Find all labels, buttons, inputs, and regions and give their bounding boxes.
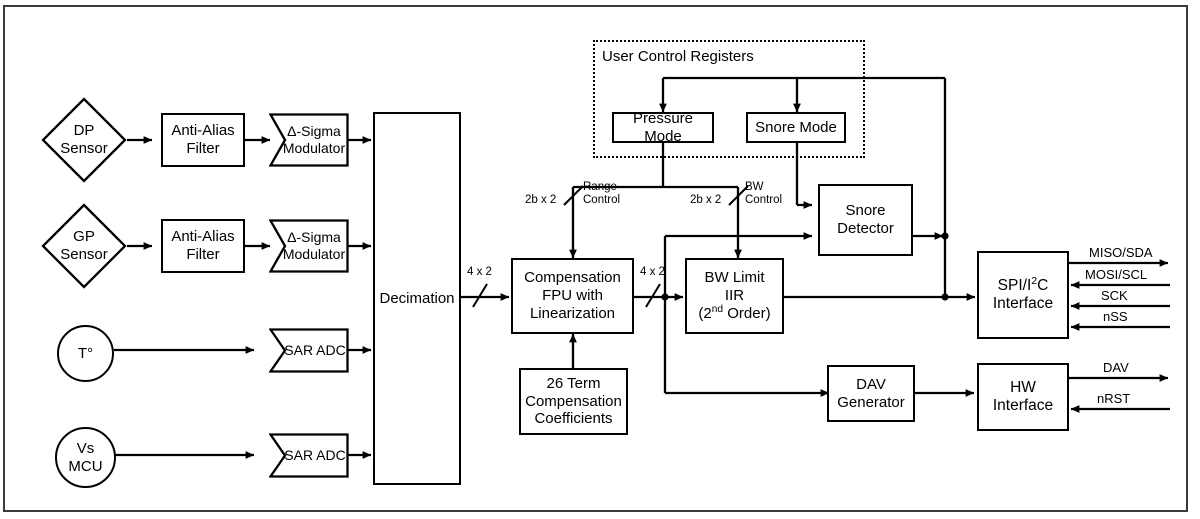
anti-alias-filter-2-label: Anti-Alias Filter [171, 228, 235, 263]
anti-alias-filter-1: Anti-Alias Filter [161, 113, 245, 167]
sar-adc-2: SAR ADC [269, 433, 349, 478]
spi-i2c-interface-block: SPI/I2C Interface [977, 251, 1069, 339]
dav-label: DAV [1103, 360, 1129, 375]
mosi-scl-label: MOSI/SCL [1085, 267, 1148, 282]
temperature-sensor-label: T° [77, 344, 94, 362]
dp-sensor: DP Sensor [41, 97, 127, 183]
nss-label: nSS [1103, 309, 1128, 324]
delta-sigma-modulator-2: Δ-Sigma Modulator [269, 219, 349, 273]
anti-alias-filter-2: Anti-Alias Filter [161, 219, 245, 273]
gp-sensor: GP Sensor [41, 203, 127, 289]
range-control-bus-label: 2b x 2 [525, 194, 557, 206]
hw-interface-block: HW Interface [977, 363, 1069, 431]
compensation-coefficients-label: 26 Term Compensation Coefficients [525, 374, 622, 428]
flag-shape [269, 219, 349, 273]
compensation-fpu-block: Compensation FPU with Linearization [511, 258, 634, 334]
user-control-registers-group [593, 40, 865, 158]
user-control-registers-title: User Control Registers [602, 48, 754, 65]
spi-i2c-name: SPI/I2C [997, 274, 1049, 294]
flag-shape [269, 328, 349, 373]
delta-sigma-modulator-2-label: Δ-Sigma Modulator [282, 229, 346, 262]
sck-label: SCK [1101, 288, 1128, 303]
compensation-coefficients-block: 26 Term Compensation Coefficients [519, 368, 628, 435]
bw-control-label: BW Control [745, 181, 783, 206]
dp-sensor-label: DP Sensor [60, 122, 108, 157]
nrst-label: nRST [1097, 391, 1131, 406]
miso-sda-label: MISO/SDA [1089, 245, 1153, 260]
vs-mcu-sensor-label: Vs MCU [68, 439, 103, 475]
range-control-label: Range Control [583, 181, 621, 206]
junction-spi-in [941, 293, 949, 301]
spi-i2c-interface-label: SPI/I2C Interface [992, 274, 1054, 312]
diamond-shape [41, 97, 127, 183]
decimation-block: Decimation [373, 112, 461, 485]
bus-slash-decimation [472, 283, 488, 308]
hw-interface-label: HW Interface [992, 378, 1054, 414]
gp-sensor-label: GP Sensor [60, 228, 108, 263]
pressure-mode-label: Pressure Mode [632, 109, 694, 145]
decimation-label: Decimation [379, 289, 455, 307]
delta-sigma-modulator-1-label: Δ-Sigma Modulator [282, 123, 346, 156]
bus-slash-range [563, 185, 584, 206]
dav-generator-label: DAV Generator [837, 375, 905, 411]
fpu-out-bus-label: 4 x 2 [640, 266, 665, 278]
vs-mcu-sensor: Vs MCU [55, 427, 116, 488]
pressure-mode-register: Pressure Mode [612, 109, 714, 145]
sar-adc-1: SAR ADC [269, 328, 349, 373]
compensation-fpu-label: Compensation FPU with Linearization [524, 269, 621, 322]
flag-shape [269, 433, 349, 478]
snore-detector-label: Snore Detector [837, 202, 894, 237]
junction-snore-rail [941, 232, 949, 240]
snore-detector-block: Snore Detector [818, 184, 913, 256]
anti-alias-filter-1-label: Anti-Alias Filter [171, 122, 235, 157]
flag-shape [269, 113, 349, 167]
diamond-shape [41, 203, 127, 289]
dav-generator-block: DAV Generator [827, 365, 915, 422]
temperature-sensor: T° [57, 325, 114, 382]
bus-slash-bw [728, 185, 749, 206]
delta-sigma-modulator-1: Δ-Sigma Modulator [269, 113, 349, 167]
sar-adc-2-label: SAR ADC [284, 447, 346, 464]
snore-mode-register: Snore Mode [746, 112, 846, 143]
bw-limit-iir-block: BW Limit IIR (2nd Order) [685, 258, 784, 334]
decimation-out-bus-label: 4 x 2 [467, 266, 492, 278]
bw-control-bus-label: 2b x 2 [690, 194, 722, 206]
sar-adc-1-label: SAR ADC [284, 342, 346, 359]
bw-limit-iir-order: (2nd Order) [698, 303, 771, 322]
snore-mode-label: Snore Mode [755, 118, 837, 136]
bus-slash-fpu [645, 283, 661, 308]
bw-limit-iir-label: BW Limit IIR (2nd Order) [698, 269, 771, 322]
